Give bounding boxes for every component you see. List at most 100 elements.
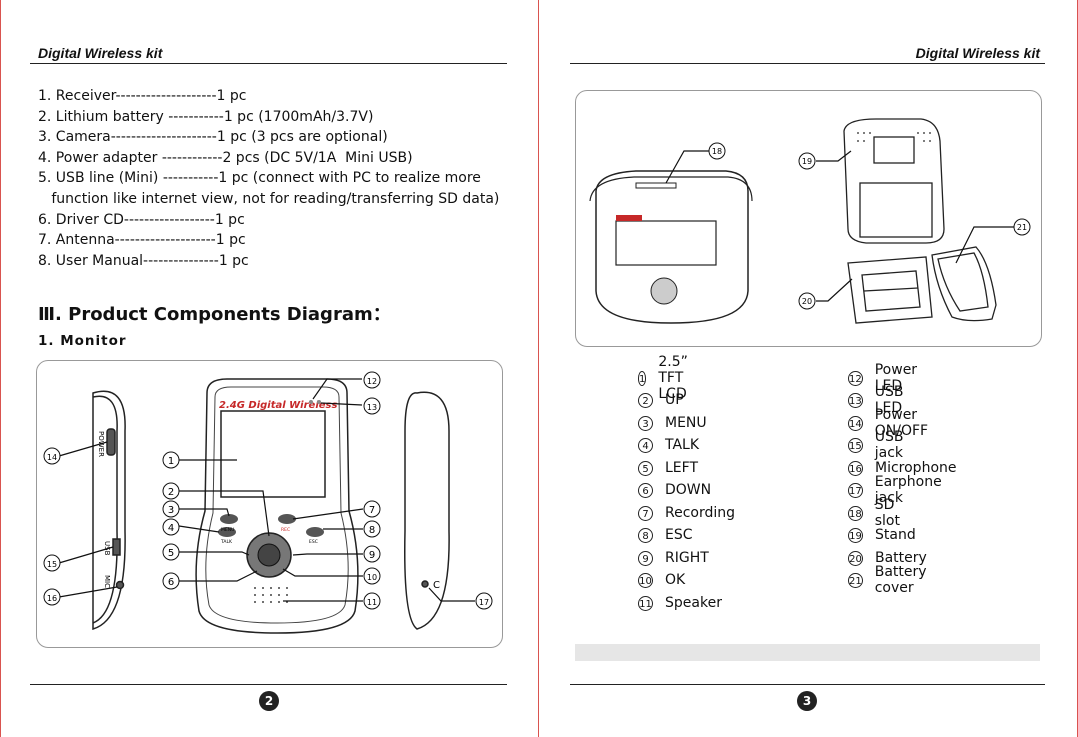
battery-pack [847,256,933,324]
subsection-title: 1. Monitor [38,333,127,349]
svg-text:14: 14 [47,453,57,462]
section-title: Ⅲ. Product Components Diagram： [38,304,391,325]
callout-17: 17 [475,592,493,610]
callout-20: 20 [798,292,816,310]
ok-button [257,543,281,567]
callout-13: 13 [363,397,381,415]
lcd-screen-3d [615,220,717,266]
power-switch [106,428,116,456]
callout-16: 16 [43,588,61,606]
left-header-rule [30,63,507,64]
monitor-front-view: 2.4G Digital Wireless MENU REC TALK ESC [195,378,359,634]
stand-battery-diagram-panel: 18 19 21 20 [575,90,1042,347]
right-header-rule [570,63,1045,64]
grey-footer-band [575,644,1040,661]
callout-1: 1 [162,451,180,469]
svg-text:8: 8 [369,525,375,536]
callout-leader-lines [58,378,475,602]
navigation-pad-3d [650,277,678,305]
list-item: function like internet view, not for rea… [38,190,500,207]
list-item: 6. Driver CD------------------1 pc [38,211,245,228]
svg-text:18: 18 [712,147,722,156]
monitor-3d-view [589,170,753,324]
svg-text:7: 7 [369,505,375,516]
callout-5: 5 [162,543,180,561]
talk-button [218,527,236,537]
svg-text:9: 9 [369,550,375,561]
menu-label: MENU [221,527,234,533]
battery-cover [931,246,997,322]
list-item: 8. User Manual---------------1 pc [38,252,249,269]
monitor-diagram-panel: POWER USB MIC 2.4G Digital Wireless MENU… [36,360,503,648]
page-fold-line [538,0,539,737]
speaker-grille [254,587,288,603]
power-led [309,400,313,404]
rec-label: REC [281,527,290,533]
stand-battery-diagram: 18 19 21 20 [589,118,1031,324]
svg-text:16: 16 [47,594,57,603]
callout-21: 21 [1013,218,1031,236]
usb-led [317,400,321,404]
lcd-screen [220,410,326,498]
left-page-header: Digital Wireless kit [38,45,163,61]
package-contents-list: 1. Receiver--------------------1 pc 2. L… [38,86,499,271]
callout-leader-lines-2 [665,150,1014,302]
svg-text:6: 6 [168,577,174,588]
callout-markers: 1 2 3 4 5 6 7 8 9 10 11 12 13 14 15 16 1… [43,371,493,610]
callout-2: 2 [162,482,180,500]
svg-text:12: 12 [367,377,377,386]
talk-label: TALK [220,539,233,545]
esc-label: ESC [309,539,318,545]
list-item: 4. Power adapter ------------2 pcs (DC 5… [38,149,413,166]
callout-4: 4 [162,518,180,536]
callout-6: 6 [162,572,180,590]
esc-button [306,527,324,537]
earphone-glyph: C [433,580,440,591]
right-page-header: Digital Wireless kit [915,45,1040,61]
stand-rear-view [843,118,945,244]
monitor-left-side-view [92,390,126,631]
svg-text:3: 3 [168,505,174,516]
mic-label: MIC [103,575,111,588]
svg-text:17: 17 [479,598,489,607]
brand-logo: 2.4G Digital Wireless [219,400,337,411]
callout-14: 14 [43,447,61,465]
svg-text:21: 21 [1017,223,1027,232]
list-item: 2. Lithium battery -----------1 pc (1700… [38,108,374,125]
list-item: 1. Receiver--------------------1 pc [38,88,247,104]
sd-slot [635,182,677,189]
svg-text:10: 10 [367,573,377,582]
svg-text:19: 19 [802,157,812,166]
svg-text:15: 15 [47,560,57,569]
callout-markers-2: 18 19 21 20 [708,142,1031,310]
callout-19: 19 [798,152,816,170]
monitor-right-side-view [404,391,450,630]
svg-text:4: 4 [168,523,174,534]
svg-text:2: 2 [168,487,174,498]
callout-10: 10 [363,567,381,585]
mic-hole [115,580,125,590]
svg-text:13: 13 [367,403,377,412]
rec-button [278,514,296,524]
callout-7: 7 [363,500,381,518]
list-item: 7. Antenna--------------------1 pc [38,232,246,249]
callout-18: 18 [708,142,726,160]
brand-logo-3d [616,215,642,221]
page-edge-left [0,0,1,737]
list-item: 3. Camera---------------------1 pc (3 pc… [38,129,388,146]
